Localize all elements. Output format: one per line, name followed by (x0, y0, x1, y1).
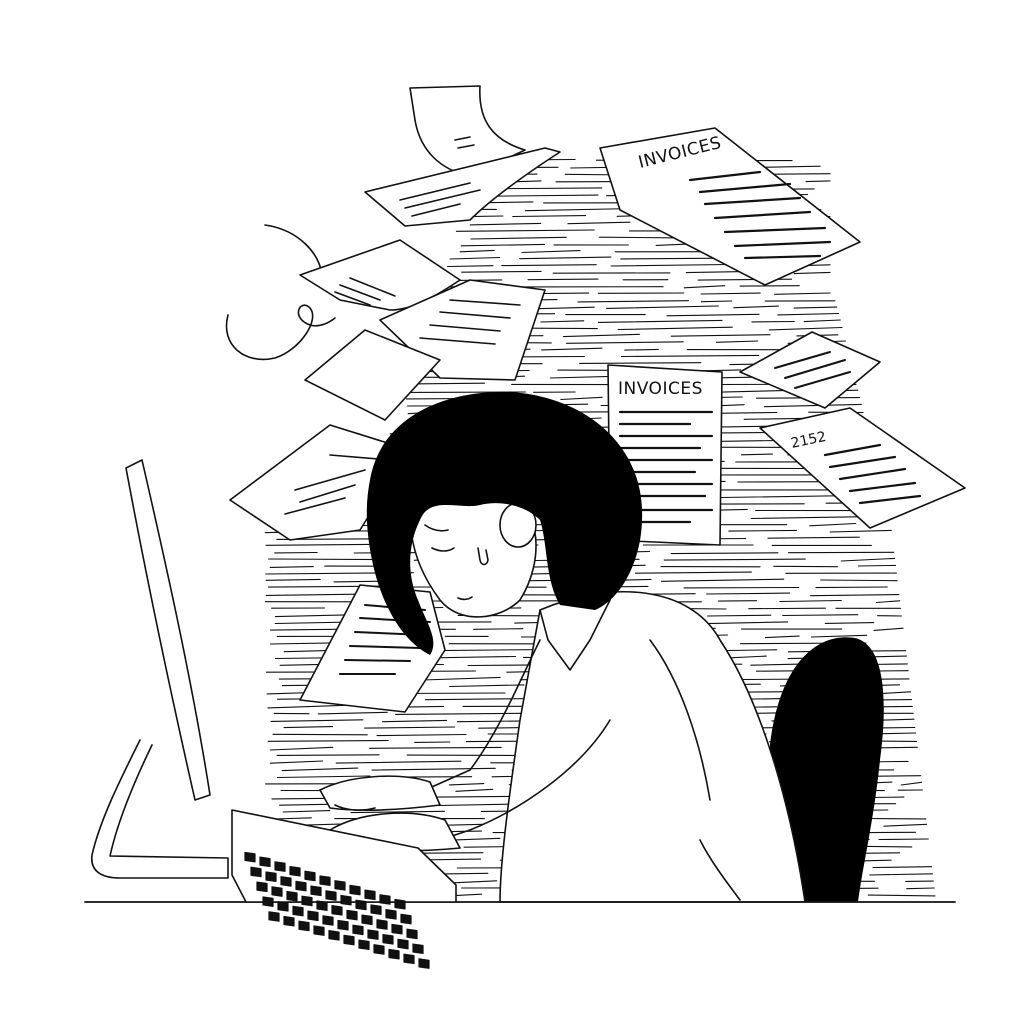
keyboard-key[interactable] (394, 898, 406, 910)
keyboard-key[interactable] (244, 851, 256, 863)
keyboard-key[interactable] (343, 934, 355, 946)
keyboard[interactable] (231, 809, 457, 969)
office-chair (770, 637, 884, 902)
keyboard-key[interactable] (355, 899, 367, 911)
keyboard-key[interactable] (277, 901, 289, 912)
invoice-label-middle: INVOICES (618, 379, 703, 399)
keyboard-key[interactable] (418, 958, 430, 969)
keyboard-key[interactable] (328, 930, 340, 941)
flying-paper-right (739, 331, 881, 409)
keyboard-key[interactable] (319, 875, 331, 886)
keyboard-key[interactable] (400, 913, 412, 925)
keyboard-key[interactable] (301, 895, 313, 907)
keyboard-key[interactable] (250, 866, 262, 878)
keyboard-key[interactable] (382, 934, 394, 945)
swirl-motion-lines (225, 224, 336, 361)
keyboard-key[interactable] (361, 914, 373, 926)
keyboard-key[interactable] (322, 915, 334, 926)
keyboard-key[interactable] (358, 939, 370, 951)
keyboard-key[interactable] (391, 923, 403, 935)
keyboard-key[interactable] (406, 928, 418, 940)
keyboard-key[interactable] (310, 885, 322, 897)
keyboard-key[interactable] (373, 944, 385, 955)
keyboard-key[interactable] (271, 886, 283, 897)
keyboard-key[interactable] (346, 909, 358, 921)
keyboard-key[interactable] (280, 876, 292, 887)
keyboard-key[interactable] (364, 889, 376, 901)
keyboard-key[interactable] (313, 925, 325, 936)
keyboard-key[interactable] (376, 919, 388, 930)
keyboard-key[interactable] (304, 870, 316, 882)
keyboard-key[interactable] (262, 896, 274, 907)
keyboard-key[interactable] (256, 881, 268, 893)
receipt-number: 2152 (790, 429, 828, 452)
invoice-document-top: INVOICES (599, 127, 861, 286)
keyboard-key[interactable] (379, 894, 391, 905)
computer-monitor (91, 459, 229, 879)
keyboard-key[interactable] (403, 953, 415, 965)
keyboard-key[interactable] (283, 915, 295, 927)
keyboard-key[interactable] (268, 911, 280, 922)
keyboard-key[interactable] (388, 948, 400, 960)
keyboard-key[interactable] (397, 938, 409, 950)
keyboard-key[interactable] (259, 856, 271, 868)
flying-paper-small-left (304, 329, 441, 421)
keyboard-key[interactable] (385, 909, 397, 920)
keyboard-key[interactable] (316, 900, 328, 911)
keyboard-key[interactable] (352, 924, 364, 936)
keyboard-key[interactable] (307, 910, 319, 922)
keyboard-key[interactable] (349, 884, 361, 896)
keyboard-key[interactable] (340, 894, 352, 906)
keyboard-key[interactable] (337, 919, 349, 931)
receipt-document: 2152 (759, 407, 966, 529)
keyboard-key[interactable] (289, 865, 301, 877)
keyboard-key[interactable] (274, 861, 286, 872)
keyboard-key[interactable] (295, 880, 307, 892)
keyboard-key[interactable] (331, 905, 343, 916)
keyboard-key[interactable] (286, 890, 298, 902)
flying-paper-upper-left (364, 147, 561, 227)
keyboard-key[interactable] (367, 929, 379, 940)
keyboard-key[interactable] (412, 943, 424, 955)
office-worker (319, 391, 806, 903)
keyboard-key[interactable] (370, 904, 382, 915)
keyboard-key[interactable] (334, 880, 346, 891)
keyboard-key[interactable] (265, 871, 277, 882)
keyboard-key[interactable] (298, 920, 310, 932)
keyboard-key[interactable] (292, 905, 304, 917)
keyboard-key[interactable] (325, 890, 337, 901)
